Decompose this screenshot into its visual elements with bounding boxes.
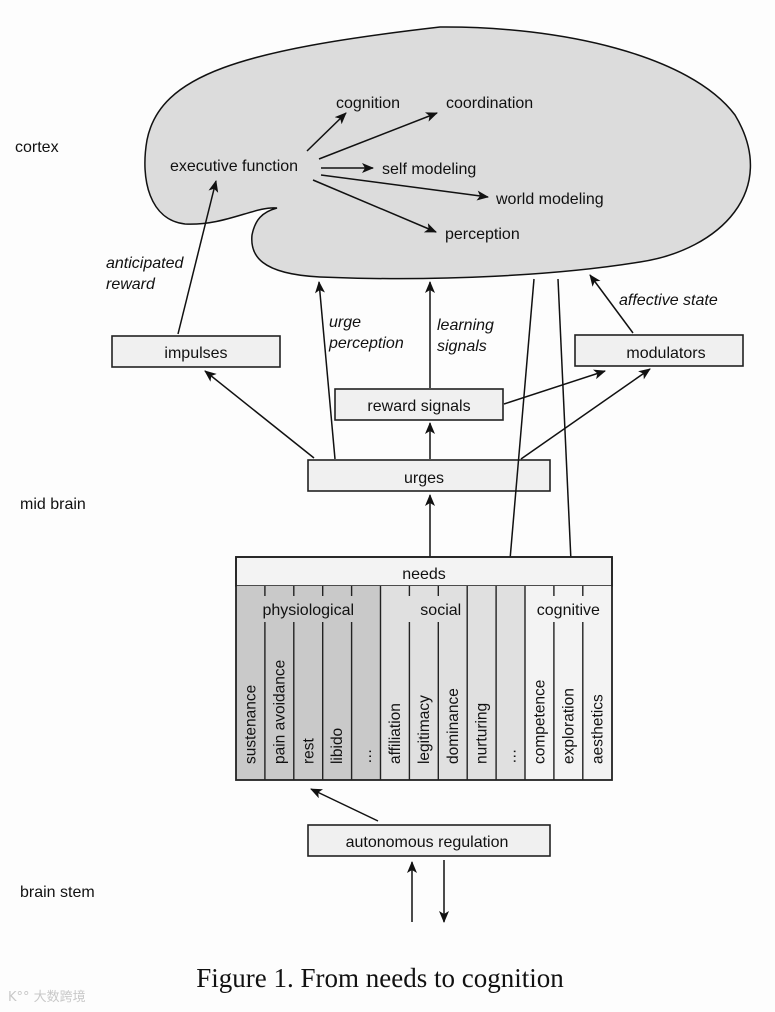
arrow-urge-perception (315, 281, 336, 460)
region-label-cortex: cortex (15, 139, 59, 156)
needs-group-label: cognitive (537, 602, 600, 619)
reward-signals-box: reward signals (334, 388, 504, 421)
edge-label-anticipated-reward-2: reward (106, 276, 156, 293)
edge-label-learning-signals-2: signals (437, 338, 487, 355)
need-item: libido (329, 728, 346, 764)
cortex-output-world-modeling: world modeling (495, 191, 604, 208)
need-item: dominance (445, 688, 462, 764)
watermark: K°° 大数跨境 (8, 990, 86, 1005)
need-item: exploration (560, 688, 577, 764)
needs-title: needs (402, 566, 446, 583)
need-item: sustenance (242, 685, 259, 764)
autonomous-regulation-box: autonomous regulation (307, 824, 551, 857)
edge-label-affective-state: affective state (619, 292, 718, 309)
reward-signals-label: reward signals (367, 398, 470, 415)
need-item: … (358, 749, 375, 765)
needs-group-label: physiological (262, 602, 354, 619)
needs-group-physiological (236, 586, 381, 780)
modulators-label: modulators (626, 345, 705, 362)
need-item: nurturing (474, 703, 491, 764)
impulses-box: impulses (111, 335, 281, 368)
arrow-to-world-modeling (320, 174, 489, 201)
need-item: affiliation (387, 703, 404, 764)
arrow-anticipated-reward (177, 180, 219, 335)
arrow-affective-state (589, 274, 634, 334)
edge-label-learning-signals-1: learning (437, 317, 494, 334)
arrow-urges-to-modulators (520, 368, 651, 460)
need-item: aesthetics (589, 694, 606, 764)
need-item: … (503, 749, 520, 765)
urges-box: urges (307, 459, 551, 492)
impulses-label: impulses (164, 345, 227, 362)
region-label-mid-brain: mid brain (20, 496, 86, 513)
urges-label: urges (404, 470, 444, 487)
modulators-box: modulators (574, 334, 744, 367)
figure-caption: Figure 1. From needs to cognition (196, 963, 564, 993)
arrow-autonomous-regulation-to-needs (310, 788, 379, 822)
cortex-output-coordination: coordination (446, 95, 533, 112)
needs-group-social (380, 586, 525, 780)
needs-group-cognitive (525, 586, 612, 780)
arrow-to-perception (312, 179, 437, 233)
autonomous-regulation-label: autonomous regulation (346, 834, 509, 851)
cortex-output-perception: perception (445, 226, 520, 243)
arrow-to-cognition (306, 112, 347, 152)
cortex-output-cognition: cognition (336, 95, 400, 112)
arrow-urges-to-impulses (204, 370, 315, 459)
edge-label-urge-perception-1: urge (329, 314, 361, 331)
needs-table: needs sustenance pain avoidance rest libido… (235, 556, 613, 781)
needs-group-label: social (420, 602, 461, 619)
edge-label-anticipated-reward-1: anticipated (106, 255, 184, 272)
arrow-to-coordination (318, 112, 438, 160)
arrow-cortex-to-cognitive-needs (557, 278, 577, 584)
region-label-brain-stem: brain stem (20, 884, 95, 901)
arrow-reward-signals-to-modulators (503, 369, 606, 405)
need-item: pain avoidance (271, 660, 288, 764)
cortex-shape (144, 26, 752, 280)
need-item: rest (300, 737, 317, 764)
edge-label-urge-perception-2: perception (328, 335, 404, 352)
need-item: legitimacy (416, 695, 433, 764)
executive-function-label: executive function (170, 158, 298, 175)
need-item: competence (531, 680, 548, 764)
arrow-cortex-to-social-needs (503, 278, 535, 584)
cortex-output-self-modeling: self modeling (382, 161, 476, 178)
